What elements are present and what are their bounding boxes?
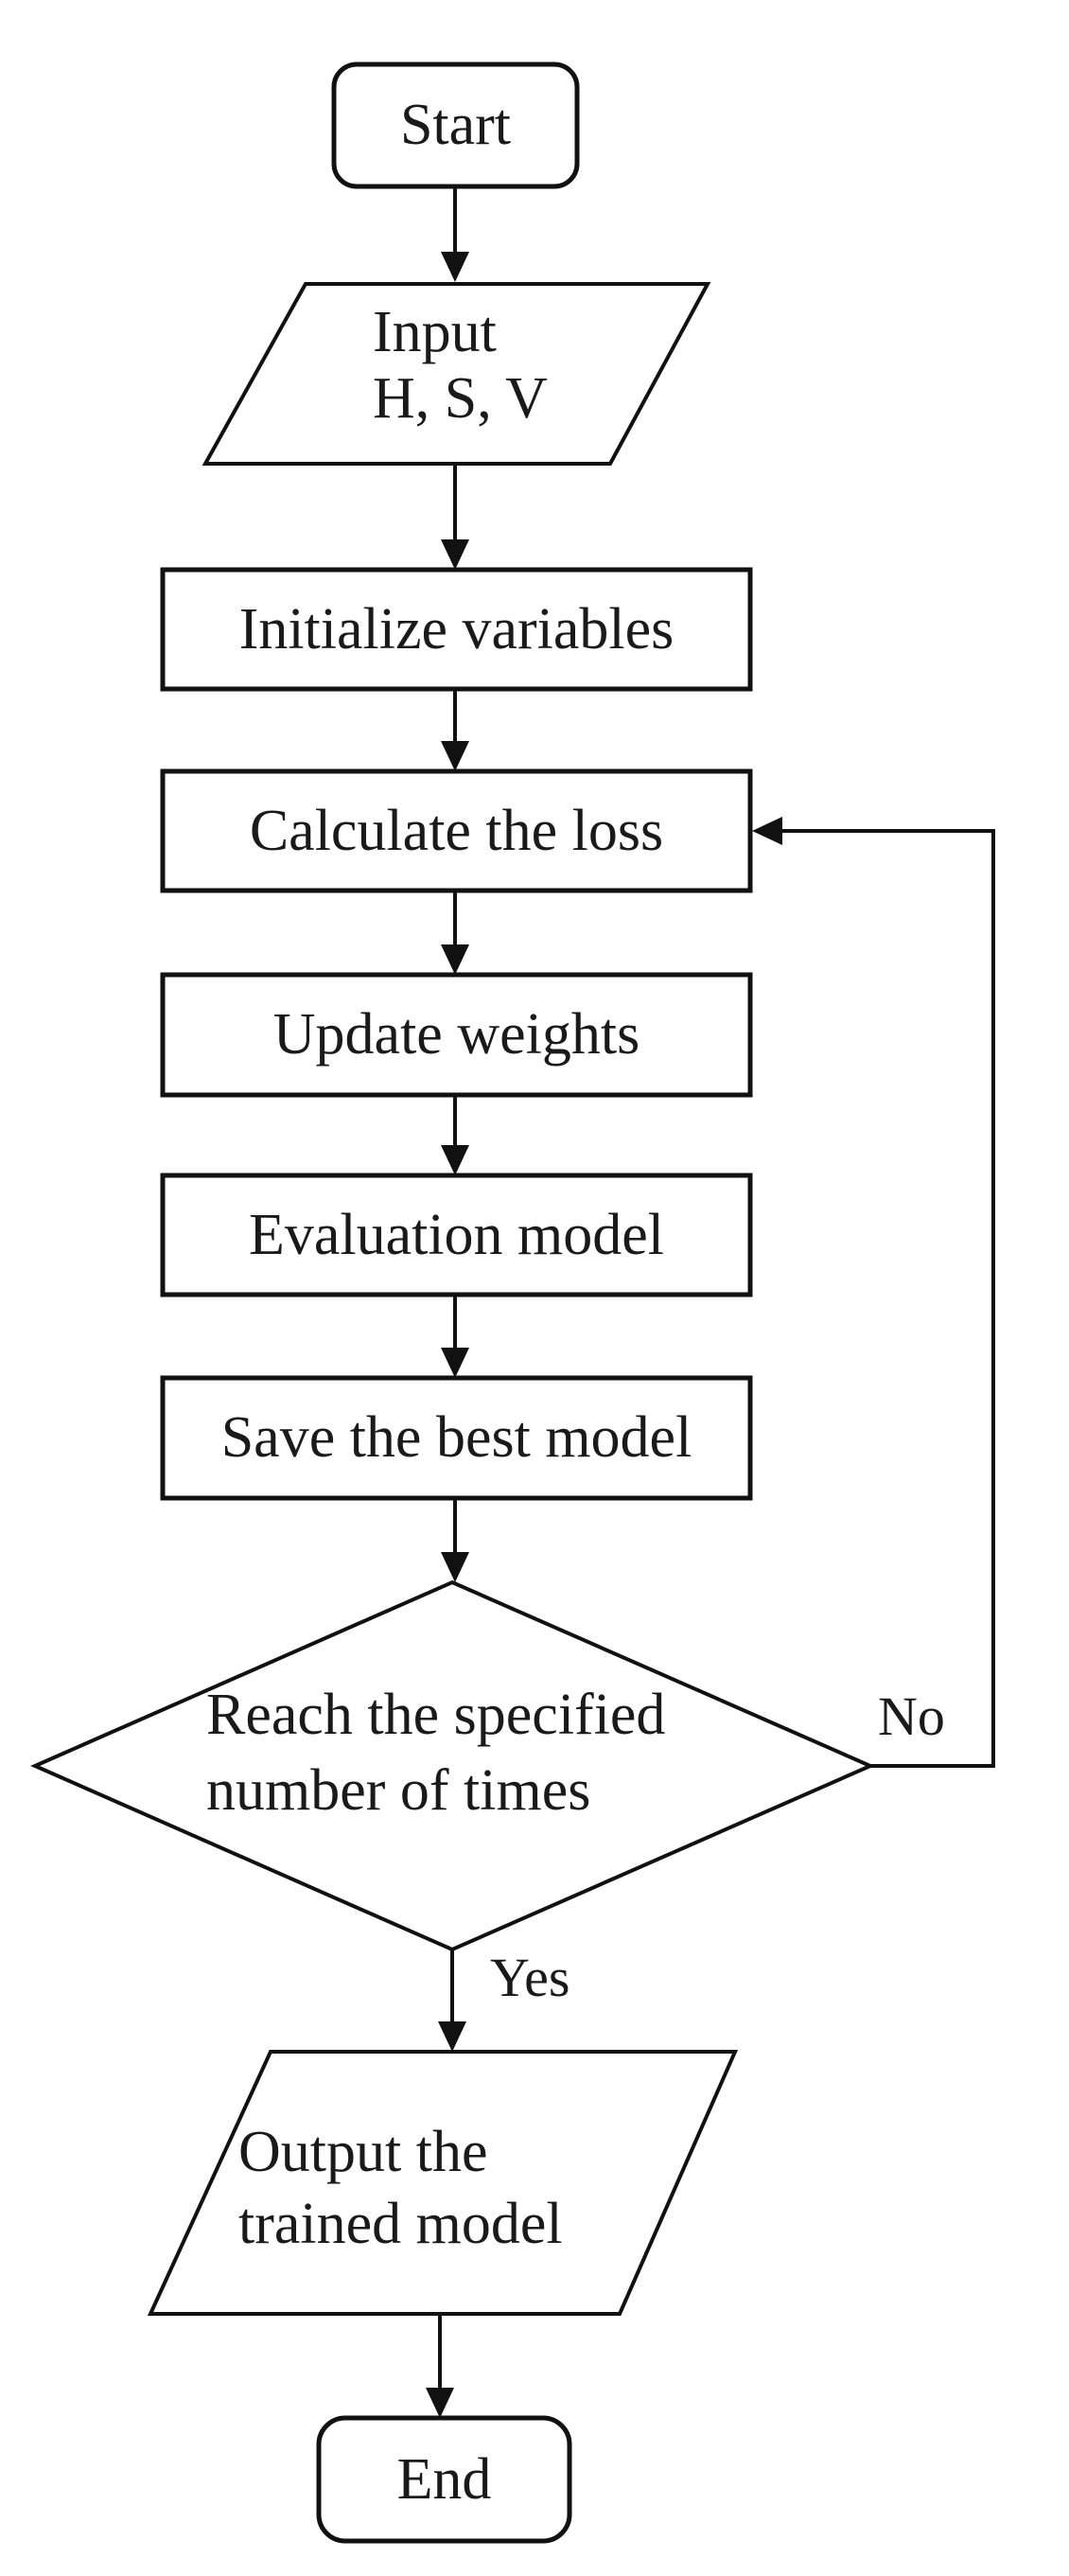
evaluate-process-shape: [160, 1173, 753, 1297]
start-node-label: Start: [399, 93, 512, 158]
no-edge-label: No: [878, 1685, 945, 1747]
edge-start-to-input: [441, 186, 469, 282]
output-parallelogram-shape: [147, 2050, 739, 2316]
edge-decision-no-loop: [752, 817, 995, 1768]
update-node-label: Update weights: [272, 1002, 640, 1067]
output-node-label-line2: trained model: [238, 2192, 563, 2256]
end-node-label: End: [396, 2446, 492, 2512]
edge-evaluate-to-save: [441, 1295, 469, 1378]
decision-node-label-line1: Reach the specified: [206, 1683, 666, 1747]
edge-update-to-evaluate: [441, 1095, 469, 1175]
calculate-node-label: Calculate the loss: [249, 798, 664, 863]
arrowhead-down-icon: [438, 2021, 466, 2052]
initialize-process-shape: [160, 567, 753, 692]
evaluate-node-label: Evaluation model: [248, 1202, 665, 1267]
end-terminator-shape: [316, 2415, 572, 2544]
input-node-label-line2: H, S, V: [373, 366, 548, 431]
arrowhead-down-icon: [441, 1145, 469, 1175]
edge-input-to-initialize: [441, 464, 469, 570]
arrowhead-down-icon: [426, 2388, 454, 2418]
start-terminator-shape: [331, 62, 580, 189]
arrowhead-down-icon: [441, 944, 469, 975]
arrowhead-down-icon: [441, 539, 469, 570]
save-process-shape: [160, 1375, 753, 1501]
arrowhead-down-icon: [441, 1552, 469, 1582]
edge-initialize-to-calculate: [441, 689, 469, 771]
edge-output-to-end: [426, 2314, 454, 2418]
update-process-shape: [160, 972, 753, 1098]
calculate-process-shape: [160, 768, 753, 893]
arrowhead-left-icon: [752, 817, 782, 845]
decision-node-label: Reach the specified number of times: [206, 1677, 665, 1828]
edge-save-to-decision: [441, 1498, 469, 1582]
arrowhead-down-icon: [441, 252, 469, 282]
decision-node-label-line2: number of times: [206, 1758, 591, 1823]
input-parallelogram-shape: [202, 282, 711, 466]
arrowhead-down-icon: [441, 1348, 469, 1378]
initialize-node-label: Initialize variables: [238, 596, 675, 662]
arrowhead-down-icon: [441, 741, 469, 771]
yes-edge-label: Yes: [490, 1947, 570, 2008]
input-node-label-line1: Input: [373, 300, 497, 364]
output-node-label: Output the trained model: [238, 2116, 563, 2260]
edge-calculate-to-update: [441, 891, 469, 975]
input-node-label: Input H, S, V: [373, 299, 548, 432]
save-node-label: Save the best model: [220, 1405, 692, 1471]
edge-decision-yes-to-output: [438, 1950, 466, 2052]
decision-diamond-shape: [30, 1579, 875, 1952]
output-node-label-line1: Output the: [238, 2120, 488, 2184]
